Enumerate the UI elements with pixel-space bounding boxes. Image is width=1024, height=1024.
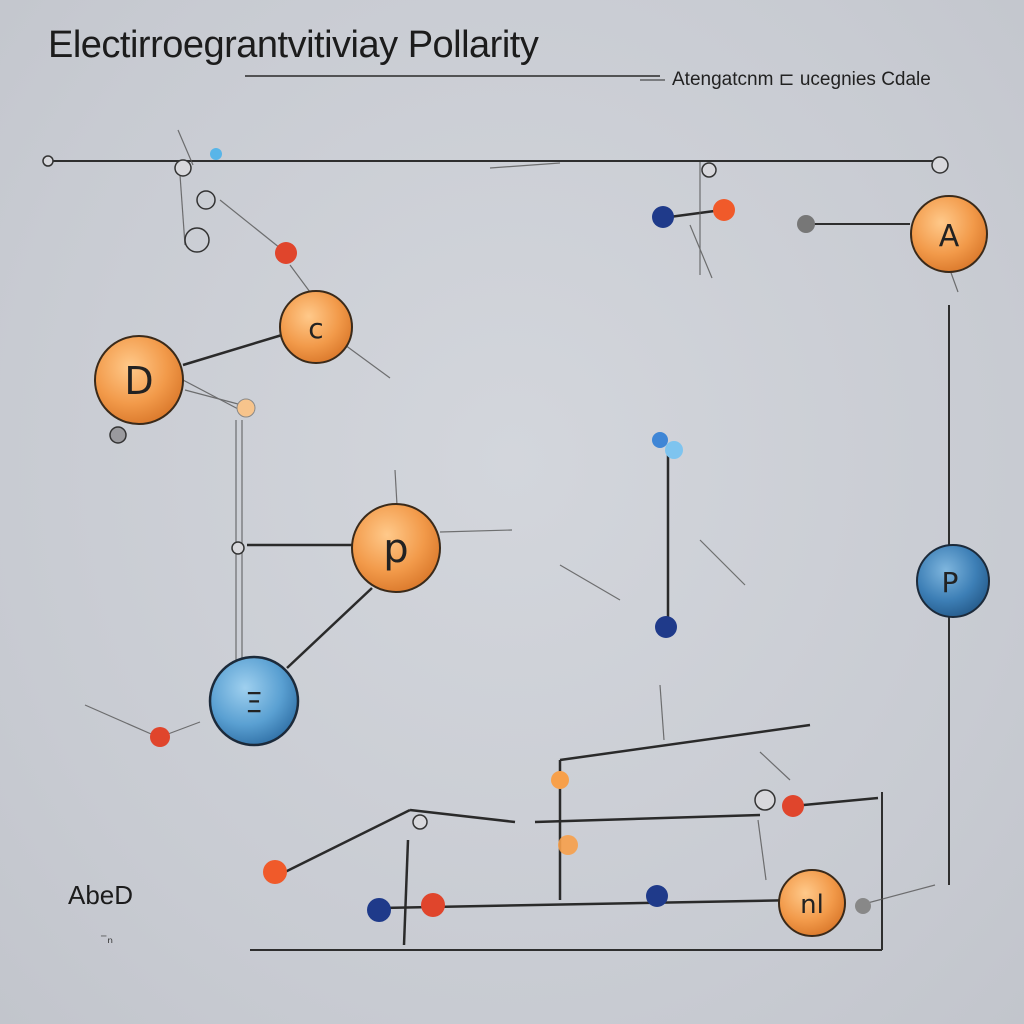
legend-text: Atengatcnm ⊏ ucegnies Cdale	[672, 69, 931, 90]
atom-C: c	[279, 290, 353, 364]
atom-E-label: Ξ	[245, 686, 263, 719]
atom-A: A	[910, 195, 988, 273]
frame-lines	[48, 160, 950, 951]
atom-C-label: c	[308, 312, 323, 345]
corner-label: AbeD	[68, 880, 134, 910]
electron-dots	[150, 148, 871, 922]
atom-P-large: p	[351, 503, 441, 593]
junction-knots	[42, 155, 949, 830]
atom-P-large-label: p	[383, 526, 408, 572]
atom-D: D	[94, 335, 184, 425]
atom-N: nl	[778, 869, 846, 937]
corner-sublabel: ⁻ₙ	[100, 930, 113, 946]
atom-D-label: D	[124, 359, 153, 403]
atom-A-label: A	[939, 219, 960, 254]
atom-P-right: P	[916, 544, 990, 618]
atom-N-label: nl	[800, 890, 824, 920]
atom-P-right-label: P	[942, 566, 959, 599]
sketch-lines	[84, 129, 959, 906]
diagram-title: Electirroegrantvitiviay Pollarity	[48, 24, 539, 66]
atom-E: Ξ	[208, 655, 300, 747]
